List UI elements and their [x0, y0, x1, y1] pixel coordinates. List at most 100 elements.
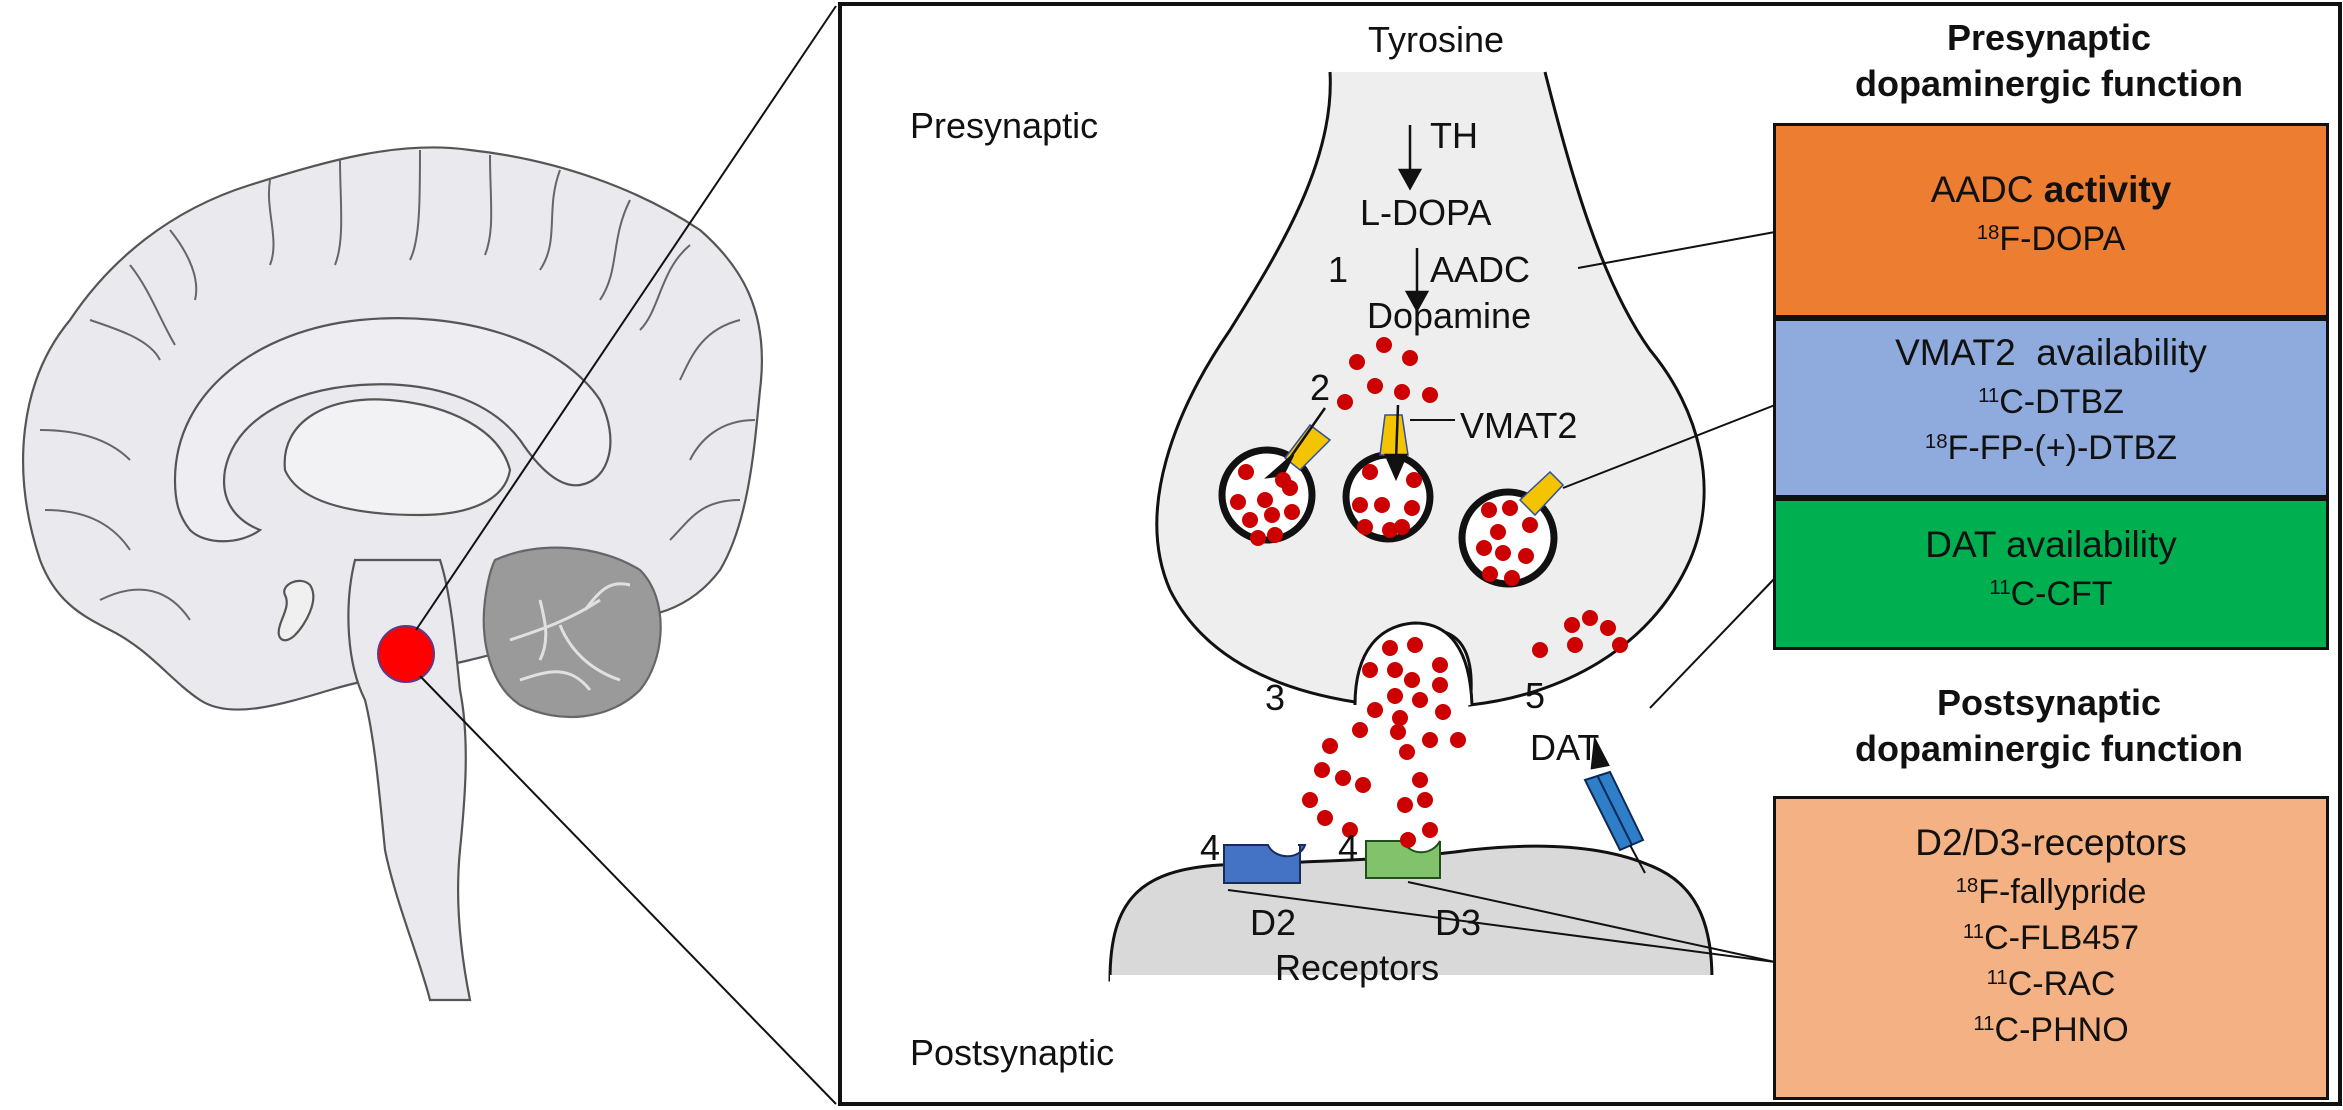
- presynaptic-header-line1: Presynaptic: [1946, 17, 2152, 58]
- dopamine-molecule: [1250, 530, 1266, 546]
- dopamine-molecule: [1504, 570, 1520, 586]
- dopamine-molecule: [1382, 640, 1398, 656]
- postsynaptic-function-header: Postsynaptic dopaminergic function: [1770, 680, 2328, 772]
- step-number-5: 5: [1525, 675, 1546, 716]
- vmat2-transporter-1: [1283, 423, 1332, 472]
- receptors-box-title: D2/D3-receptors: [1915, 822, 2187, 863]
- dopamine-molecule: [1302, 792, 1318, 808]
- dopamine-molecule: [1362, 662, 1378, 678]
- tracer-name: C-PHNO: [1994, 1011, 2129, 1049]
- dopamine-molecule: [1230, 494, 1246, 510]
- vmat2-transporters: [1283, 414, 1565, 517]
- isotope-mass: 11: [1973, 1012, 1995, 1035]
- tyrosine-label: Tyrosine: [1368, 19, 1505, 60]
- dopamine-molecule: [1397, 797, 1413, 813]
- isotope-mass: 11: [1986, 966, 2008, 989]
- tracer-name: F-fallypride: [1978, 873, 2147, 911]
- dopamine-molecule: [1417, 792, 1433, 808]
- dopamine-molecule: [1406, 472, 1422, 488]
- d3-receptor: [1365, 840, 1441, 879]
- aadc-arrow-icon: [1404, 290, 1430, 313]
- dat-arrow-icon: [1590, 735, 1610, 770]
- dopamine-molecule: [1582, 610, 1598, 626]
- brainstem: [347, 558, 472, 1002]
- dopamine-molecule: [1362, 464, 1378, 480]
- dopamine-molecule: [1422, 732, 1438, 748]
- dopamine-molecule: [1264, 507, 1280, 523]
- dopamine-molecule: [1349, 354, 1365, 370]
- dat-availability-box: DAT availability 11C-CFT: [1773, 498, 2329, 650]
- aadc-activity-box: AADC activity 18F-DOPA: [1773, 123, 2329, 318]
- dopamine-molecule: [1490, 524, 1506, 540]
- pituitary: [277, 579, 315, 642]
- dopamine-molecule: [1400, 832, 1416, 848]
- dopamine-molecule: [1242, 512, 1258, 528]
- dopamine-molecule: [1612, 637, 1628, 653]
- dopamine-molecule: [1267, 527, 1283, 543]
- step-number-3: 3: [1265, 677, 1286, 718]
- dopamine-molecule: [1357, 519, 1373, 535]
- dat-transporter: [1583, 770, 1646, 874]
- d2-d3-receptors-box: D2/D3-receptors 18F-fallypride 11C-FLB45…: [1773, 796, 2329, 1100]
- dopamine-molecule: [1352, 497, 1368, 513]
- dopamine-molecule: [1600, 620, 1616, 636]
- isotope-mass: 18: [1976, 221, 2000, 244]
- dopamine-molecules: [1230, 337, 1628, 848]
- dopamine-molecule: [1432, 677, 1448, 693]
- th-enzyme-label: TH: [1430, 115, 1478, 156]
- tracer-18f-fp-dtbz: 18F-FP-(+)-DTBZ: [1776, 425, 2326, 471]
- tracer-name: C-CFT: [2010, 575, 2113, 613]
- presynaptic-function-header: Presynaptic dopaminergic function: [1770, 15, 2328, 107]
- dopamine-molecule: [1382, 522, 1398, 538]
- dopamine-molecule: [1399, 744, 1415, 760]
- cerebellum: [482, 546, 662, 719]
- thalamus: [283, 398, 512, 517]
- tracer-11c-dtbz: 11C-DTBZ: [1776, 379, 2326, 425]
- dopamine-molecule: [1532, 642, 1548, 658]
- pathway-arrows: [1264, 125, 1610, 770]
- vmat2-arrow-icon-2: [1384, 453, 1408, 482]
- tracer-11c-phno: 11C-PHNO: [1776, 1007, 2326, 1053]
- dopamine-molecule: [1476, 540, 1492, 556]
- d3-label: D3: [1435, 902, 1482, 943]
- step-number-1: 1: [1328, 249, 1349, 290]
- dopamine-molecule: [1567, 637, 1583, 653]
- dopamine-molecule: [1502, 500, 1518, 516]
- brain-region-marker: [377, 625, 435, 683]
- presynaptic-label: Presynaptic: [910, 105, 1099, 146]
- isotope-mass: 11: [1978, 384, 2000, 407]
- dopamine-molecule: [1407, 637, 1423, 653]
- dopamine-molecule: [1257, 492, 1273, 508]
- dopamine-molecule: [1314, 762, 1330, 778]
- dopamine-molecule: [1394, 384, 1410, 400]
- dopamine-molecule: [1404, 500, 1420, 516]
- postsynaptic-header-line2: dopaminergic function: [1854, 728, 2243, 769]
- dopamine-molecule: [1335, 770, 1351, 786]
- dopamine-molecule: [1435, 704, 1451, 720]
- tracer-11c-rac: 11C-RAC: [1776, 961, 2326, 1007]
- dopamine-molecule: [1522, 517, 1538, 533]
- corpus-callosum: [173, 317, 612, 543]
- dopamine-molecule: [1412, 772, 1428, 788]
- receptors-label: Receptors: [1275, 947, 1440, 988]
- dopamine-molecule: [1450, 732, 1466, 748]
- isotope-mass: 18: [1955, 874, 1979, 897]
- tracer-11c-flb457: 11C-FLB457: [1776, 915, 2326, 961]
- step-number-4a: 4: [1200, 827, 1221, 868]
- dopamine-molecule: [1317, 810, 1333, 826]
- th-arrow-icon: [1397, 168, 1423, 191]
- isotope-mass: 11: [1962, 920, 1985, 943]
- d2-label: D2: [1250, 902, 1297, 943]
- dopamine-molecule: [1387, 662, 1403, 678]
- dopamine-molecule: [1495, 545, 1511, 561]
- aadc-enzyme-label: AADC: [1430, 249, 1531, 290]
- dopamine-molecule: [1355, 777, 1371, 793]
- dopamine-molecule: [1422, 822, 1438, 838]
- dopamine-molecule: [1387, 688, 1403, 704]
- vmat2-availability-box: VMAT2 availability 11C-DTBZ 18F-FP-(+)-D…: [1773, 318, 2329, 498]
- dopamine-molecule: [1282, 480, 1298, 496]
- dopamine-molecule: [1374, 497, 1390, 513]
- tracer-name: F-FP-(+)-DTBZ: [1947, 429, 2178, 467]
